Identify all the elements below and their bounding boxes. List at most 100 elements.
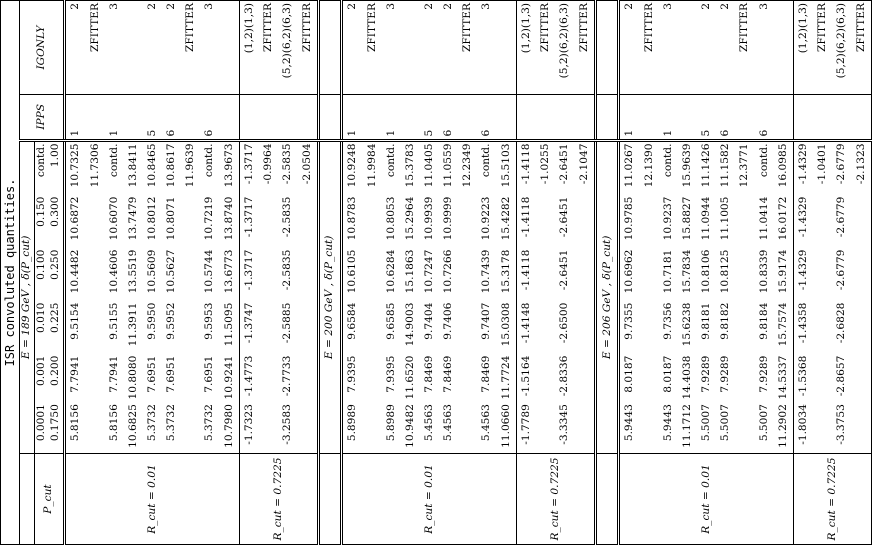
igonly-cell xyxy=(400,0,421,95)
value-cell: -1.0255 xyxy=(536,140,556,195)
value-cell: -3.3753 xyxy=(835,404,848,445)
value-cell: 5.4563 xyxy=(442,404,455,442)
value-cell: 10.4482 xyxy=(64,247,86,301)
value-cell xyxy=(297,248,318,301)
value-cell xyxy=(363,195,382,248)
rcut-label: R_cut = 0.01 xyxy=(341,453,517,545)
value-cell: -1.4358 xyxy=(793,300,814,354)
ipps-cell: 1 xyxy=(381,94,401,141)
ipps-cell: 5 xyxy=(420,94,440,141)
energy-row-blank xyxy=(595,453,619,545)
value-cell xyxy=(259,354,278,402)
value-cell: contd. xyxy=(104,140,124,195)
value-cell: 7.9289 xyxy=(719,355,732,393)
value-cell: 7.9395 xyxy=(384,355,397,393)
value-cell: 5.8156 xyxy=(64,402,86,454)
ipps-cell xyxy=(773,94,794,141)
value-cell: 9.6585 xyxy=(384,302,397,340)
ipps-cell: 6 xyxy=(716,94,736,141)
igonly-cell: (5,2)(6,2)(6,3) xyxy=(555,0,575,95)
value-cell xyxy=(735,248,754,301)
value-cell: -1.3717 xyxy=(239,140,260,195)
value-cell: 15.1863 xyxy=(403,249,416,294)
table-caption: ISR convoluted quantities. xyxy=(0,0,20,545)
value-cell: -2.6451 xyxy=(555,140,575,195)
value-cell: -2.5835 xyxy=(278,140,298,195)
value-cell: -2.5885 xyxy=(281,302,294,344)
value-cell: 11.9639 xyxy=(181,140,201,195)
value-cell: 11.0944 xyxy=(700,196,713,241)
value-cell: 5.3732 xyxy=(145,404,158,442)
ipps-cell xyxy=(239,94,260,141)
header-igonly: IGONLY xyxy=(19,0,65,95)
value-cell xyxy=(640,248,659,301)
value-cell: 7.8469 xyxy=(480,355,493,393)
ipps-cell xyxy=(574,94,596,141)
ipps-cell: 1 xyxy=(618,94,640,141)
value-cell: -2.6779 xyxy=(835,249,848,291)
pcut-value: 0.1750 xyxy=(49,404,62,442)
value-cell xyxy=(735,195,754,248)
igonly-cell: (5,2)(6,2)(6,3) xyxy=(832,0,852,95)
value-cell: 7.6951 xyxy=(203,355,216,393)
ipps-cell xyxy=(496,94,517,141)
igonly-cell: ZFITTER xyxy=(297,0,319,95)
igonly-cell: ZFITTER xyxy=(574,0,596,95)
value-cell: 11.3911 xyxy=(126,302,139,347)
ipps-cell xyxy=(536,94,556,141)
value-cell xyxy=(181,402,200,454)
table-row: R_cut = 0.7225-1.7323-1.4773-1.3747-1.37… xyxy=(239,0,319,545)
value-cell: 10.7266 xyxy=(442,249,455,294)
igonly-cell: ZFITTER xyxy=(362,0,382,95)
value-cell: -3.2583 xyxy=(281,404,294,445)
value-cell: -1.3747 xyxy=(239,300,260,354)
pcut-value: 0.0001 xyxy=(35,404,48,442)
value-cell xyxy=(574,354,595,402)
ipps-cell: 5 xyxy=(142,94,163,141)
value-cell: 9.5953 xyxy=(203,302,216,340)
value-cell: -1.5368 xyxy=(793,353,814,403)
value-cell: 12.3771 xyxy=(735,140,755,195)
value-cell xyxy=(536,301,555,354)
igonly-cell: 3 xyxy=(477,0,497,95)
value-cell: -2.1047 xyxy=(574,140,596,195)
value-cell xyxy=(86,301,105,354)
value-cell: 5.8156 xyxy=(107,404,120,442)
igonly-cell: 2 xyxy=(162,0,182,95)
value-cell: 10.8071 xyxy=(165,196,178,241)
value-cell xyxy=(86,248,105,301)
value-cell: 10.9241 xyxy=(222,355,235,400)
value-cell: 10.4606 xyxy=(107,249,120,294)
rcut-label: R_cut = 0.01 xyxy=(618,453,794,545)
pcut-value: 0.250 xyxy=(49,249,62,280)
value-cell xyxy=(640,301,659,354)
ipps-cell xyxy=(516,94,537,141)
value-cell xyxy=(851,354,871,402)
ipps-cell: 1 xyxy=(341,94,363,141)
value-cell: -2.7733 xyxy=(281,355,294,397)
value-cell: -1.4329 xyxy=(793,140,814,195)
value-cell xyxy=(363,354,382,402)
value-cell: -1.4329 xyxy=(793,194,814,248)
pcut-value: 0.001 xyxy=(35,355,48,386)
value-cell: 10.7980 xyxy=(222,404,235,448)
value-cell xyxy=(574,402,595,454)
igonly-cell: 2 xyxy=(439,0,459,95)
value-cell: 5.8989 xyxy=(384,404,397,442)
ipps-cell: 6 xyxy=(754,94,774,141)
pcut-value: 0.150 xyxy=(35,196,48,227)
value-cell: 11.1712 xyxy=(681,404,694,448)
pcut-value: 0.225 xyxy=(49,302,62,333)
value-cell: -1.3717 xyxy=(239,247,260,301)
igonly-blank xyxy=(595,0,619,95)
value-cell: 9.7355 xyxy=(618,300,640,354)
value-cell xyxy=(181,248,200,301)
pcut-value: 1.00 xyxy=(49,140,65,195)
igonly-cell: 3 xyxy=(381,0,401,95)
value-cell: 15.4282 xyxy=(499,196,512,241)
value-cell xyxy=(851,301,871,354)
igonly-cell: ZFITTER xyxy=(259,0,279,95)
